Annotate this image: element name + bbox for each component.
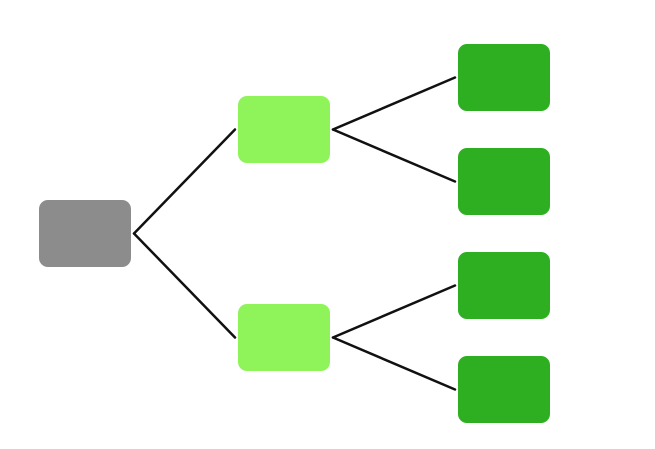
node-leaf-1 <box>458 44 550 111</box>
node-leaf-4 <box>458 356 550 423</box>
connector-root-to-branch-2 <box>132 232 237 339</box>
connector-branch-1-to-leaf-2 <box>331 128 457 183</box>
connectors-group <box>132 76 457 391</box>
connector-branch-2-to-leaf-4 <box>331 336 457 391</box>
node-branch-2 <box>238 304 330 371</box>
node-leaf-2 <box>458 148 550 215</box>
connector-branch-1-to-leaf-1 <box>331 76 457 131</box>
connector-root-to-branch-1 <box>132 128 237 235</box>
node-branch-1 <box>238 96 330 163</box>
node-leaf-3 <box>458 252 550 319</box>
connector-branch-2-to-leaf-3 <box>331 284 457 339</box>
node-root <box>39 200 131 267</box>
nodes-group <box>39 44 550 423</box>
